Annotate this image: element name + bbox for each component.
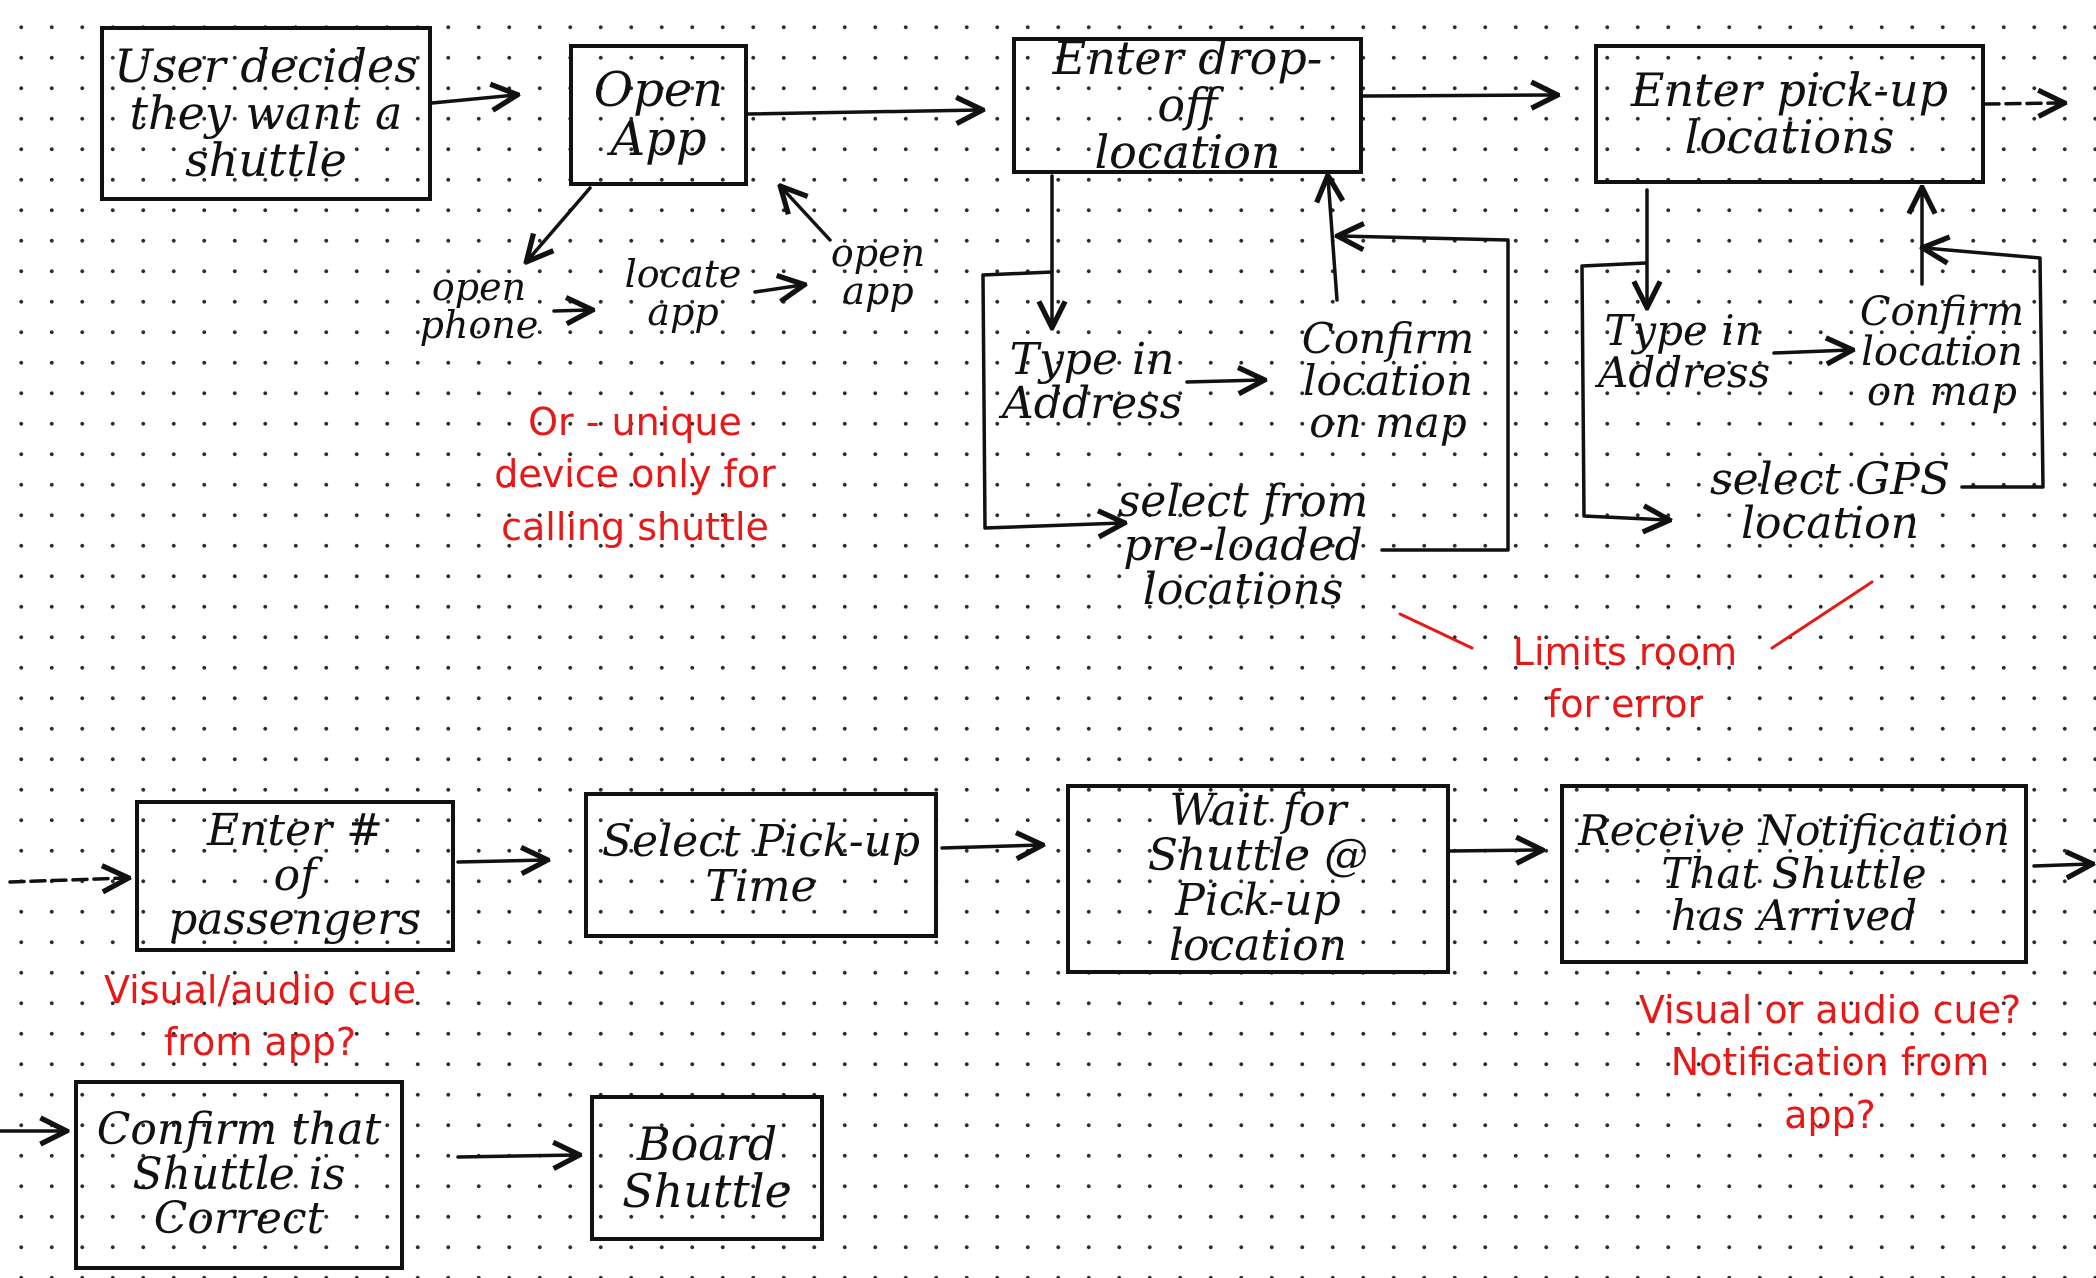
confirm-shuttle-box: Confirm that Shuttle is Correct bbox=[74, 1080, 404, 1270]
open-app-box: Open App bbox=[569, 44, 748, 186]
arrow-time-to-wait bbox=[940, 845, 1040, 848]
arrow-locate-to-open-app bbox=[753, 285, 802, 292]
annotation-pointer-left bbox=[1398, 612, 1474, 650]
receive-notification-text: Receive Notification That Shuttle has Ar… bbox=[1578, 805, 2010, 941]
arrow-notification-continue bbox=[2032, 864, 2090, 866]
arrow-type-to-confirm-pickup bbox=[1772, 350, 1850, 353]
arrow-incoming-passengers bbox=[8, 878, 126, 882]
pickup-bracket-left bbox=[1580, 261, 1667, 520]
confirm-shuttle-text: Confirm that Shuttle is Correct bbox=[96, 1103, 382, 1245]
dropoff-bracket-left bbox=[981, 270, 1122, 528]
arrow-confirm-to-board bbox=[456, 1155, 577, 1157]
open-phone-label: open phone bbox=[419, 265, 539, 347]
arrow-confirm-to-dropoff bbox=[1328, 178, 1337, 302]
select-time-box: Select Pick-up Time bbox=[584, 792, 938, 938]
enter-passengers-box: Enter # of passengers bbox=[135, 800, 455, 952]
enter-pickup-box: Enter pick-up locations bbox=[1594, 44, 1985, 184]
arrow-open-phone-to-locate bbox=[552, 310, 590, 311]
arrow-type-to-confirm bbox=[1185, 380, 1262, 382]
dropoff-bracket-right bbox=[1340, 236, 1510, 552]
arrow-user-to-open-app bbox=[430, 95, 515, 103]
wait-shuttle-text: Wait for Shuttle @ Pick-up location bbox=[1147, 785, 1369, 971]
dropoff-type-address-label: Type in Address bbox=[1002, 334, 1183, 429]
open-app-text: Open App bbox=[593, 62, 724, 167]
dropoff-confirm-map-label: Confirm location on map bbox=[1301, 314, 1475, 447]
arrow-dropoff-to-pickup bbox=[1361, 95, 1555, 96]
receive-notification-box: Receive Notification That Shuttle has Ar… bbox=[1560, 784, 2028, 964]
wait-shuttle-box: Wait for Shuttle @ Pick-up location bbox=[1066, 784, 1450, 974]
user-decides-box: User decides they want a shuttle bbox=[100, 26, 432, 201]
annotation-visual-audio-app: Visual/audio cue from app? bbox=[104, 968, 416, 1065]
locate-app-label: locate app bbox=[624, 252, 742, 334]
pickup-select-gps-label: select GPS location bbox=[1710, 454, 1950, 549]
enter-dropoff-text: Enter drop-off location bbox=[1052, 31, 1323, 179]
annotation-unique-device: Or - unique device only for calling shut… bbox=[494, 400, 776, 549]
enter-pickup-text: Enter pick-up locations bbox=[1630, 63, 1949, 164]
pickup-bracket-right bbox=[1925, 248, 2045, 489]
enter-passengers-text: Enter # of passengers bbox=[169, 804, 421, 946]
open-app-step-label: open app bbox=[830, 231, 926, 313]
pickup-confirm-map-label: Confirm location on map bbox=[1859, 289, 2025, 415]
select-time-text: Select Pick-up Time bbox=[601, 816, 921, 912]
annotation-pointer-right bbox=[1770, 580, 1874, 650]
enter-dropoff-box: Enter drop-off location bbox=[1012, 31, 1363, 179]
arrow-pickup-continue bbox=[1983, 103, 2062, 104]
arrow-open-app-step-to-app bbox=[782, 188, 832, 242]
arrow-open-app-to-dropoff bbox=[746, 110, 980, 114]
annotation-limits-error: Limits room for error bbox=[1512, 630, 1738, 727]
user-decides-text: User decides they want a shuttle bbox=[114, 39, 418, 187]
dropoff-select-preloaded-label: select from pre-loaded locations bbox=[1117, 476, 1369, 615]
annotation-visual-or-audio-notification: Visual or audio cue? Notification from a… bbox=[1638, 988, 2022, 1137]
board-shuttle-box: Board Shuttle bbox=[590, 1095, 824, 1241]
pickup-type-address-label: Type in Address bbox=[1598, 306, 1771, 397]
arrow-app-to-open-phone bbox=[528, 186, 592, 260]
arrow-passengers-to-time bbox=[456, 860, 545, 862]
arrow-wait-to-notification bbox=[1448, 850, 1540, 851]
board-shuttle-text: Board Shuttle bbox=[622, 1117, 792, 1218]
